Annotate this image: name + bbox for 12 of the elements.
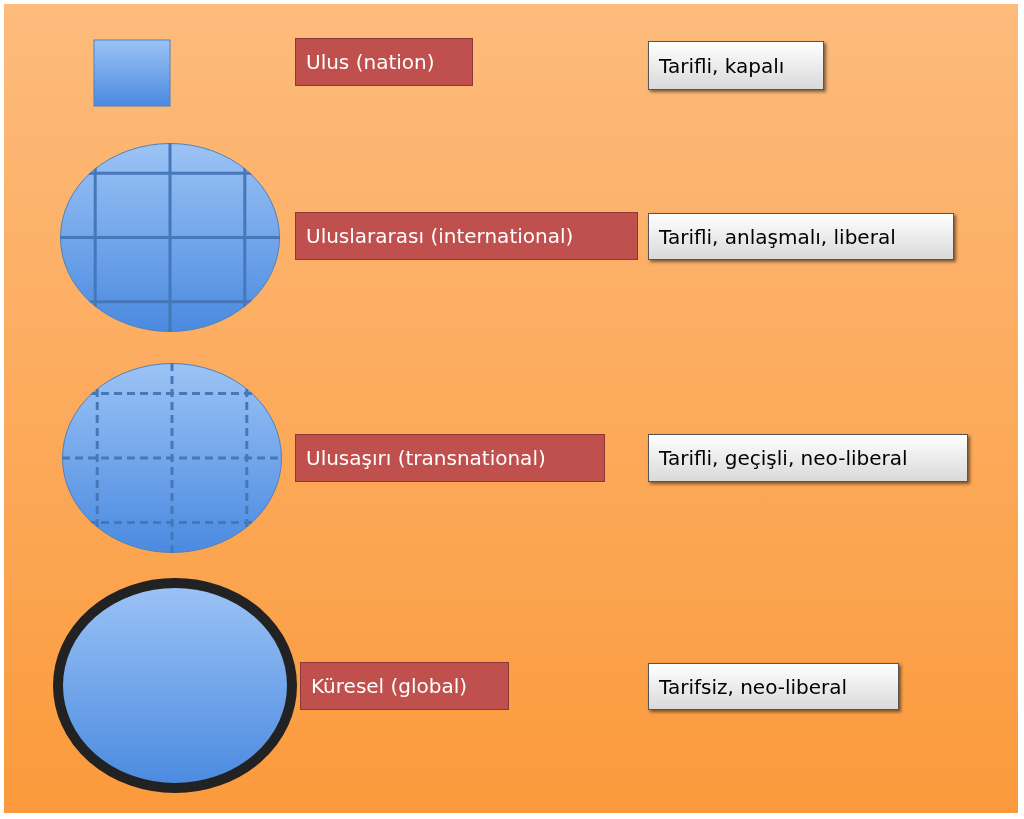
dashed-grid-ellipse (62, 363, 282, 553)
level-label: Ulus (nation) (295, 38, 473, 86)
tariff-label: Tarifli, geçişli, neo-liberal (648, 434, 968, 482)
grid-ellipse (60, 143, 280, 332)
tariff-label: Tarifli, anlaşmalı, liberal (648, 213, 954, 260)
tariff-label: Tarifsiz, neo-liberal (648, 663, 899, 710)
level-label: Ulusaşırı (transnational) (295, 434, 605, 482)
square-shape (94, 40, 170, 106)
tariff-label: Tarifli, kapalı (648, 41, 824, 90)
level-label: Uluslararası (international) (295, 212, 638, 260)
level-label: Küresel (global) (300, 662, 509, 710)
ringed-ellipse (53, 578, 297, 793)
